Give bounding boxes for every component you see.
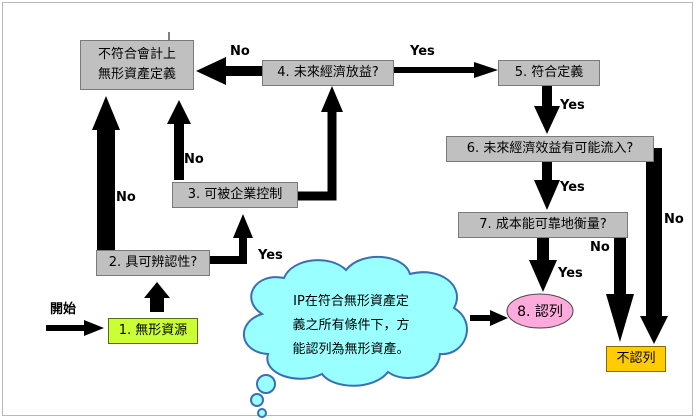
arrow-q2-to-q3 bbox=[210, 214, 253, 264]
node-not-match-line1: 不符合會計上 bbox=[97, 47, 176, 62]
node-start-label: 1. 無形資源 bbox=[118, 323, 188, 338]
node-not-match-line2: 無形資產定義 bbox=[97, 67, 176, 82]
arrow-q3-to-not-match bbox=[167, 100, 191, 180]
recognize-oval bbox=[506, 293, 574, 329]
arrow-q6-to-not-recognize bbox=[640, 148, 668, 344]
label-yes-q4: Yes bbox=[410, 44, 435, 59]
node-q3: 3. 可被企業控制 bbox=[172, 182, 298, 208]
arrow-s5-to-q6 bbox=[534, 84, 560, 134]
label-yes-q2: Yes bbox=[258, 248, 283, 263]
note-cloud bbox=[243, 256, 468, 418]
label-yes-q6: Yes bbox=[560, 180, 585, 195]
note-line-2: 義之所有條件下，方 bbox=[292, 318, 410, 333]
arrow-q2-to-not-match bbox=[92, 96, 120, 250]
arrow-q3-to-q4 bbox=[298, 86, 343, 201]
diagram-frame bbox=[2, 2, 693, 416]
arrow-q6-to-q7 bbox=[534, 162, 560, 210]
label-no-q7: No bbox=[590, 240, 610, 255]
label-no-q4: No bbox=[230, 44, 250, 59]
node-q3-label: 3. 可被企業控制 bbox=[187, 187, 283, 202]
node-q7-label: 7. 成本能可靠地衡量? bbox=[479, 217, 607, 232]
label-no-q6: No bbox=[664, 212, 684, 227]
node-s5-label: 5. 符合定義 bbox=[514, 65, 584, 80]
arrow-q7-to-recognize bbox=[529, 236, 557, 292]
label-yes-s5: Yes bbox=[560, 98, 585, 113]
node-q4: 4. 未來經濟放益? bbox=[262, 60, 394, 86]
arrow-note-to-recognize bbox=[470, 310, 508, 326]
node-q7: 7. 成本能可靠地衡量? bbox=[458, 212, 628, 238]
node-q6: 6. 未來經濟效益有可能流入? bbox=[446, 136, 654, 162]
arrow-start bbox=[46, 320, 104, 336]
label-no-q2: No bbox=[116, 190, 136, 205]
node-not-recognize-label: 不認列 bbox=[616, 351, 656, 366]
node-not-recognize: 不認列 bbox=[606, 346, 666, 372]
arrow-q4-to-s5 bbox=[394, 62, 498, 78]
note-line-1: IP在符合無形資產定 bbox=[293, 294, 409, 309]
node-q2-label: 2. 具可辨認性? bbox=[108, 255, 198, 270]
note-text: IP在符合無形資產定 義之所有條件下，方 能認列為無形資產。 bbox=[262, 290, 440, 362]
label-no-q3: No bbox=[184, 152, 204, 167]
label-start: 開始 bbox=[50, 302, 77, 317]
node-start: 1. 無形資源 bbox=[108, 318, 198, 344]
node-s5: 5. 符合定義 bbox=[498, 60, 600, 86]
arrow-q7-to-not-recognize bbox=[606, 236, 634, 342]
arrow-start-to-q2 bbox=[144, 282, 170, 312]
node-not-match: 不符合會計上 無形資產定義 bbox=[80, 40, 194, 90]
note-line-3: 能認列為無形資產。 bbox=[292, 342, 410, 357]
label-yes-q7: Yes bbox=[558, 266, 583, 281]
arrow-q4-to-not-match bbox=[196, 57, 262, 85]
node-q6-label: 6. 未來經濟效益有可能流入? bbox=[466, 141, 634, 156]
node-q4-label: 4. 未來經濟放益? bbox=[277, 65, 379, 80]
node-recognize-label: 8. 認列 bbox=[517, 304, 563, 320]
node-q2: 2. 具可辨認性? bbox=[96, 250, 210, 276]
